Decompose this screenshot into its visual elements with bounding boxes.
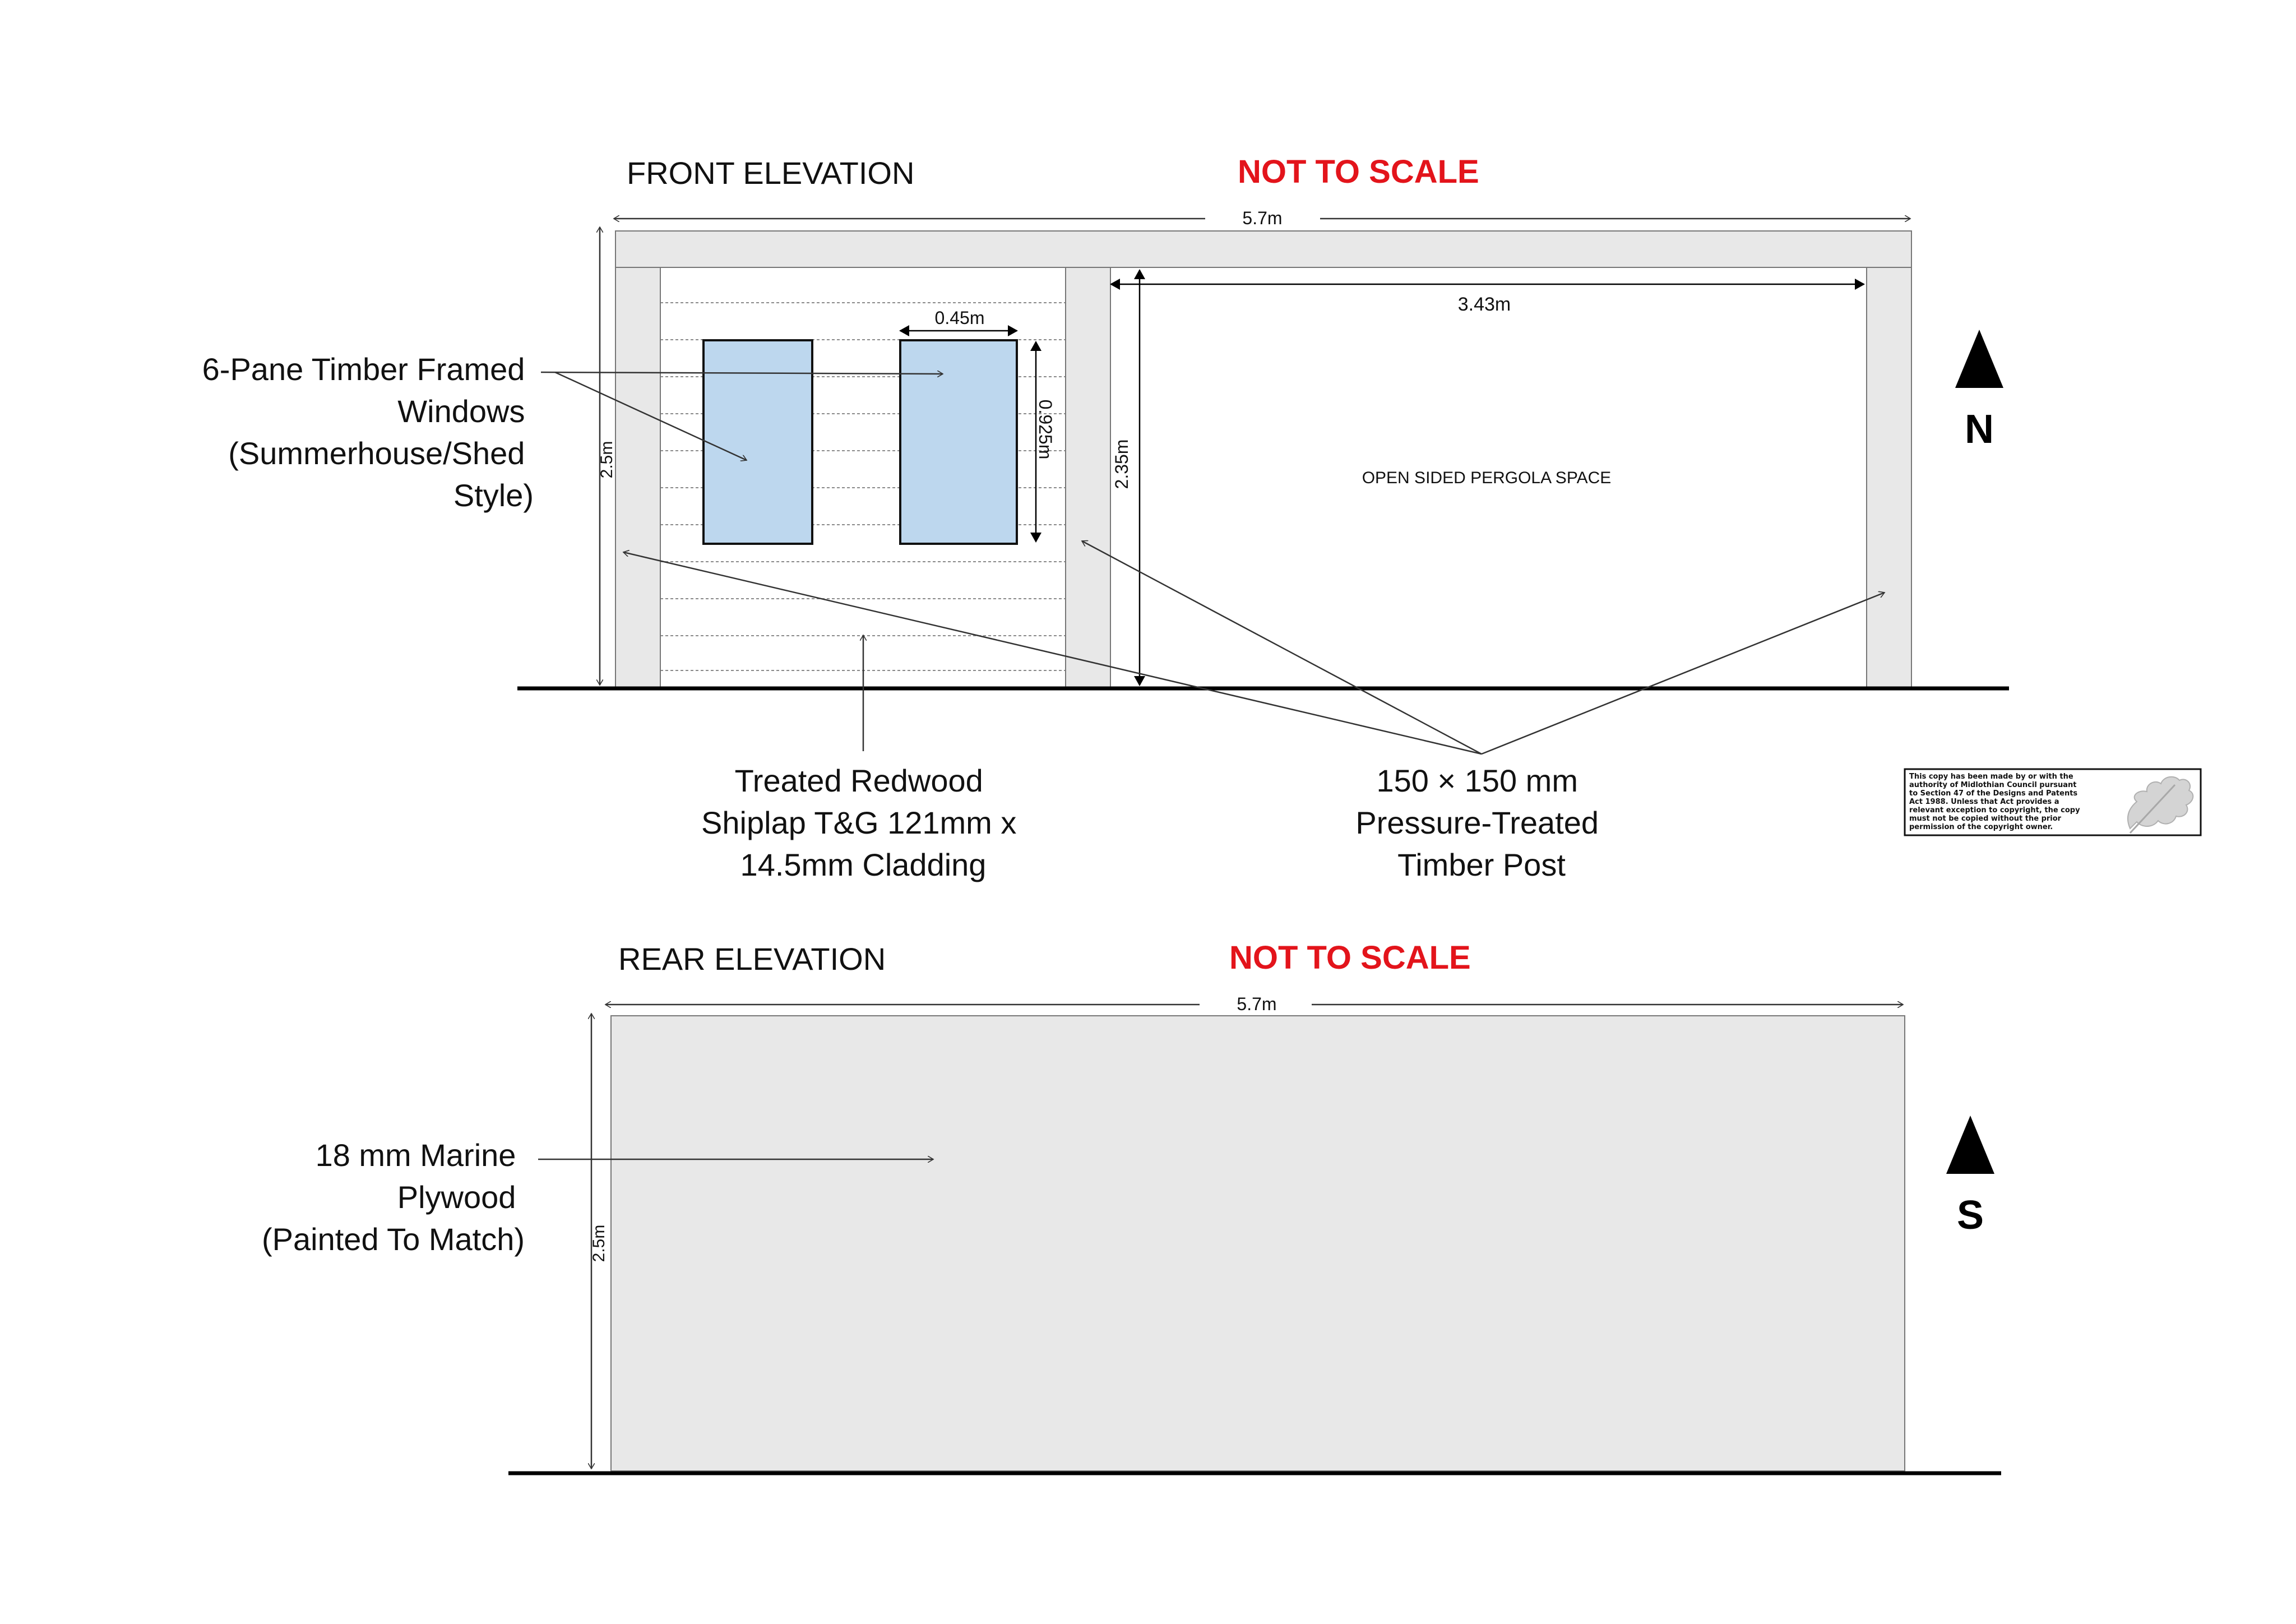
front-elevation: FRONT ELEVATION NOT TO SCALE 5.7m: [202, 154, 2009, 882]
opening-width-dimension: 3.43m: [1110, 279, 1865, 315]
front-scale-note: NOT TO SCALE: [1238, 154, 1479, 190]
north-compass: N: [1955, 330, 2003, 452]
rear-elevation-title: REAR ELEVATION: [618, 941, 886, 977]
windows-callout-line-1: 6-Pane Timber Framed: [202, 351, 525, 387]
plywood-callout-line-1: 18 mm Marine: [316, 1137, 516, 1173]
window-right: [899, 339, 1018, 545]
middle-post: [1065, 267, 1111, 688]
rear-overall-width-dimension: 5.7m: [605, 994, 1903, 1014]
cladding-callout-line-3: 14.5mm Cladding: [740, 847, 987, 882]
svg-text:This copy has been made by or: This copy has been made by or with the a…: [1909, 772, 2082, 831]
copyright-line-5: relevant exception to copyright, the cop…: [1909, 806, 2080, 815]
copyright-notice: This copy has been made by or with the a…: [1904, 768, 2202, 836]
post-callout-line-3: Timber Post: [1397, 847, 1566, 882]
rear-overall-width-label: 5.7m: [1237, 994, 1276, 1014]
cladding-callout: Treated Redwood Shiplap T&G 121mm x 14.5…: [701, 635, 1025, 882]
front-overall-width-label: 5.7m: [1242, 208, 1282, 228]
opening-height-dimension: 2.35m: [1112, 269, 1145, 686]
window-height-label: 0.925m: [1035, 400, 1056, 460]
top-beam: [615, 230, 1912, 268]
cladding-callout-line-1: Treated Redwood: [735, 763, 983, 798]
plywood-callout-line-2: Plywood: [397, 1179, 516, 1215]
cladding-callout-line-2: Shiplap T&G 121mm x: [701, 805, 1016, 840]
svg-text:6-Pane Timber Framed W: 6-Pane Timber Framed Windows (Summerhous…: [202, 351, 534, 513]
svg-text:Treated Redwood Shipla: Treated Redwood Shiplap T&G 121mm x 14.5…: [701, 763, 1025, 882]
post-callout-line-2: Pressure-Treated: [1355, 805, 1599, 840]
copyright-line-1: This copy has been made by or with the: [1909, 772, 2073, 781]
left-post: [615, 267, 661, 688]
plywood-callout-line-3: (Painted To Match): [262, 1222, 525, 1257]
south-compass: S: [1946, 1116, 1994, 1238]
copyright-line-3: to Section 47 of the Designs and Patents: [1909, 789, 2077, 798]
copyright-line-7: permission of the copyright owner.: [1909, 823, 2053, 831]
front-overall-width-dimension: 5.7m: [614, 208, 1910, 228]
svg-text:18 mm Marine Plywood: 18 mm Marine Plywood (Painted To Match): [262, 1137, 525, 1257]
oak-leaf-icon: [2127, 776, 2194, 834]
copyright-line-2: authority of Midlothian Council pursuant: [1909, 781, 2077, 789]
opening-width-label: 3.43m: [1458, 294, 1511, 315]
svg-text:150 × 150 mm Pressure-: 150 × 150 mm Pressure-Treated Timber Pos…: [1355, 763, 1607, 882]
north-compass-label: N: [1965, 407, 1994, 452]
rear-elevation: REAR ELEVATION NOT TO SCALE 5.7m 2.5m 18…: [262, 940, 2001, 1475]
front-overall-height-dimension: 2.5m: [598, 227, 616, 685]
south-compass-label: S: [1957, 1193, 1984, 1238]
plywood-callout: 18 mm Marine Plywood (Painted To Match): [262, 1137, 933, 1257]
south-arrow-icon: [1946, 1116, 1994, 1174]
windows-callout-line-2: Windows: [397, 394, 525, 429]
rear-overall-height-dimension: 2.5m: [590, 1014, 608, 1469]
front-elevation-title: FRONT ELEVATION: [627, 155, 914, 191]
right-post: [1866, 267, 1912, 688]
front-overall-height-label: 2.5m: [598, 441, 616, 479]
window-width-label: 0.45m: [935, 308, 985, 328]
windows-callout-line-3: (Summerhouse/Shed: [228, 436, 525, 471]
rear-overall-height-label: 2.5m: [590, 1225, 608, 1262]
window-left: [702, 339, 813, 545]
pergola-space-label: OPEN SIDED PERGOLA SPACE: [1362, 469, 1612, 487]
rear-plywood-panel: [610, 1015, 1905, 1472]
north-arrow-icon: [1955, 330, 2003, 388]
rear-scale-note: NOT TO SCALE: [1229, 940, 1471, 976]
window-width-dimension: 0.45m: [899, 308, 1018, 336]
window-height-dimension: 0.925m: [1030, 341, 1056, 543]
post-callout: 150 × 150 mm Pressure-Treated Timber Pos…: [623, 541, 1885, 882]
windows-callout-line-4: Style): [453, 478, 534, 513]
post-callout-line-1: 150 × 150 mm: [1376, 763, 1578, 798]
copyright-line-6: must not be copied without the prior: [1909, 815, 2062, 823]
windows-callout: 6-Pane Timber Framed Windows (Summerhous…: [202, 351, 943, 513]
copyright-line-4: Act 1988. Unless that Act provides a: [1909, 798, 2059, 806]
opening-height-label: 2.35m: [1112, 439, 1132, 489]
